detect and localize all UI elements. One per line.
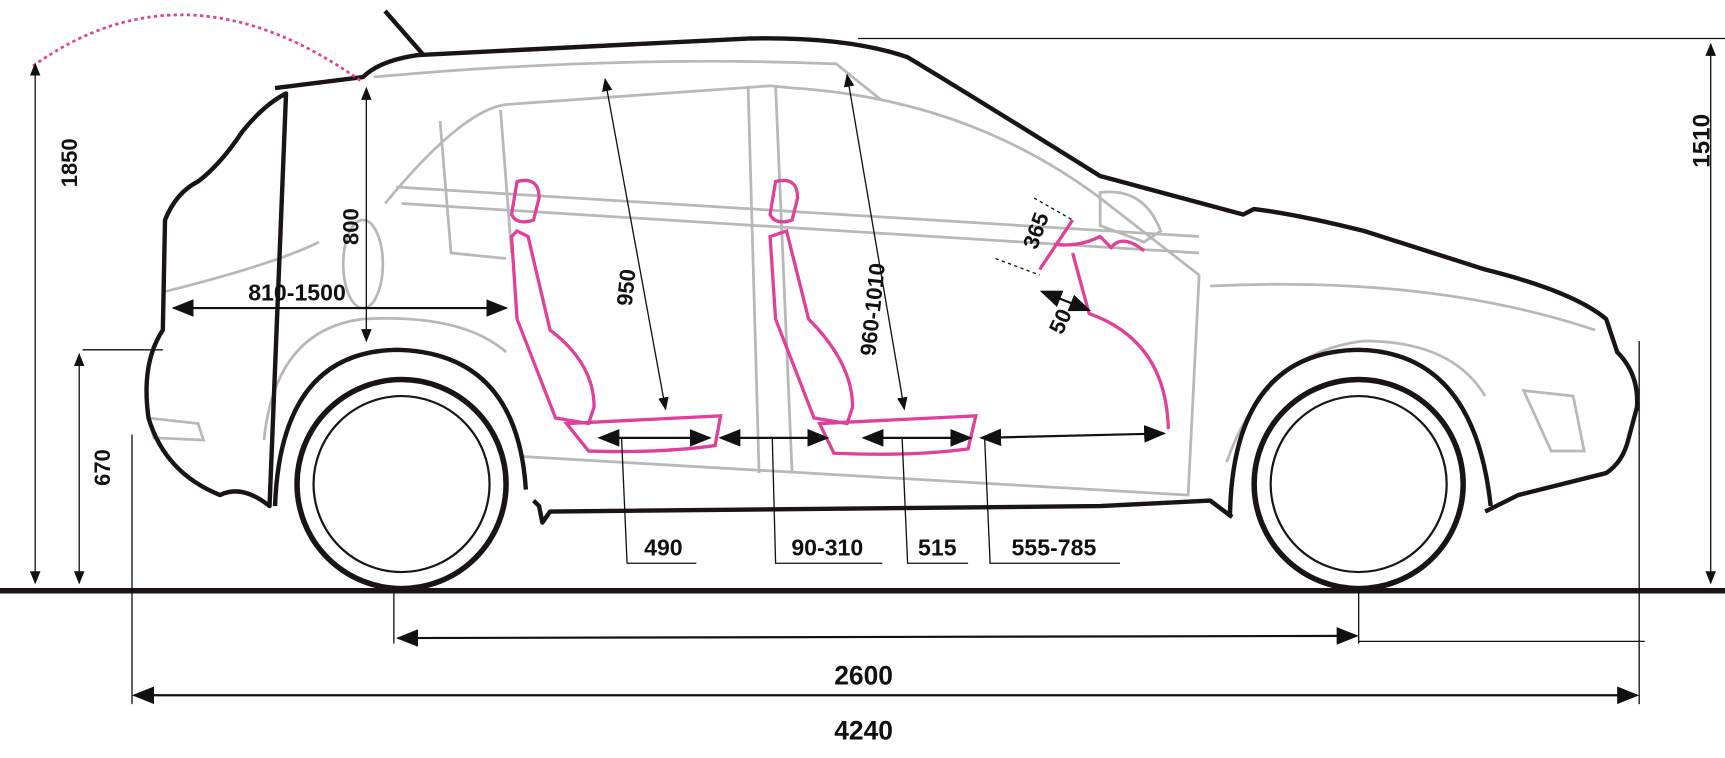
label-rear-headroom: 950 <box>612 268 641 307</box>
label-rear-seat-cushion: 490 <box>644 535 683 561</box>
rear-wheel <box>272 347 529 592</box>
label-total-height: 1850 <box>57 138 82 187</box>
label-cargo-length: 810-1500 <box>248 279 346 305</box>
label-rear-legroom: 90-310 <box>791 535 863 561</box>
dimension-lines <box>29 37 1725 705</box>
label-overall-height: 1510 <box>1689 114 1716 168</box>
label-overall-length: 4240 <box>834 715 893 745</box>
car-body-outline <box>144 36 1640 525</box>
label-front-legroom: 555-785 <box>1012 535 1097 561</box>
label-loading-height: 670 <box>90 449 115 486</box>
label-wheelbase: 2600 <box>834 660 893 690</box>
label-front-seat-cushion: 515 <box>918 535 957 561</box>
label-steering-wheel: 365 <box>1018 209 1054 252</box>
antenna <box>383 9 426 57</box>
seats <box>32 13 1170 456</box>
label-steering-adjust: 50 <box>1044 305 1077 338</box>
front-wheel <box>1227 347 1493 592</box>
label-front-headroom: 960-1010 <box>855 262 890 357</box>
label-cargo-height: 800 <box>339 208 364 245</box>
open-tailgate-arc <box>32 13 364 84</box>
